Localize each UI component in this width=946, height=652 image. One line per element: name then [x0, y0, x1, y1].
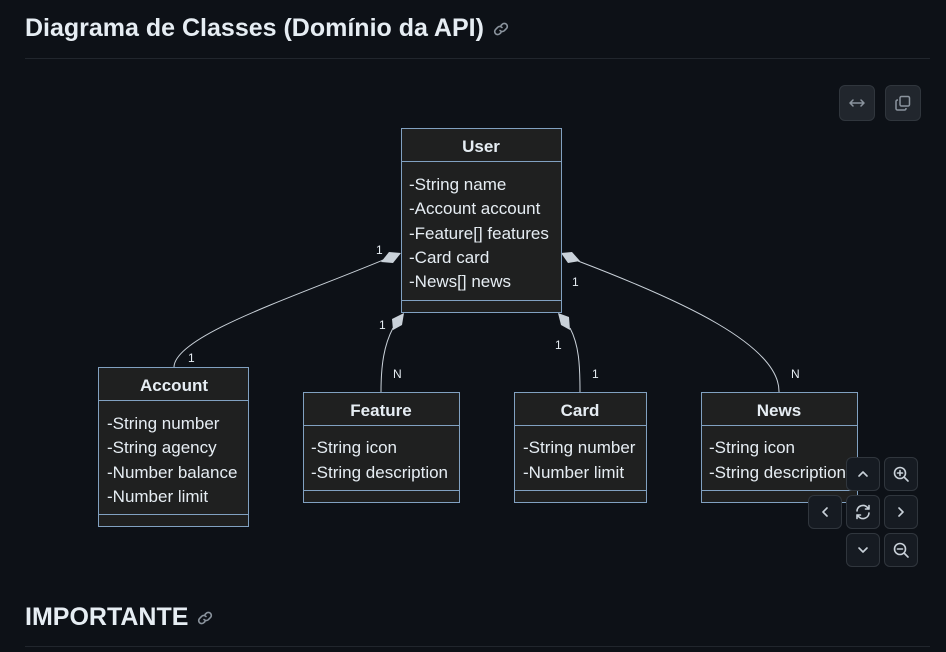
class-attribute: -String icon	[709, 438, 795, 457]
cardinality-label: N	[393, 367, 402, 381]
composition-diamond-feature	[392, 313, 404, 330]
reset-view-button[interactable]	[846, 495, 880, 529]
reset-icon	[856, 504, 870, 520]
class-feature: Feature -String icon -String description	[303, 392, 460, 503]
pan-down-button[interactable]	[846, 533, 880, 567]
relation-user-card	[569, 327, 581, 393]
section-heading-class-diagram: Diagrama de Classes (Domínio da API)	[25, 14, 509, 43]
composition-diamond-news	[561, 252, 580, 263]
relation-user-account	[173, 257, 389, 368]
class-name: Feature	[350, 401, 411, 420]
class-news: News -String icon -String description	[701, 392, 858, 503]
link-icon	[493, 22, 509, 35]
class-name: Card	[561, 401, 600, 420]
pan-left-button[interactable]	[808, 495, 842, 529]
class-attribute: -Number balance	[107, 463, 237, 482]
heading-text: IMPORTANTE	[25, 603, 189, 631]
class-name: User	[462, 137, 500, 156]
class-attribute: -String number	[107, 414, 220, 433]
class-diagram: 1 1 1 N 1 1 1 N User -String name -Accou…	[98, 128, 858, 527]
class-account: Account -String number -String agency -N…	[98, 367, 249, 527]
class-attribute: -String icon	[311, 438, 397, 457]
cardinality-label: 1	[379, 318, 386, 332]
class-name: Account	[140, 376, 208, 395]
zoom-in-button[interactable]	[884, 457, 918, 491]
class-attribute: -String number	[523, 438, 636, 457]
class-attribute: -Feature[] features	[409, 224, 549, 243]
class-attribute: -String agency	[107, 438, 217, 457]
chevron-left-icon	[822, 507, 828, 517]
composition-diamond-card	[558, 313, 570, 330]
relations: 1 1 1 N 1 1 1 N	[173, 243, 800, 393]
class-attribute: -String description	[311, 463, 448, 482]
heading-divider	[25, 646, 930, 647]
heading-divider	[25, 58, 930, 59]
chevron-right-icon	[898, 507, 904, 517]
zoom-in-icon	[893, 466, 909, 482]
heading-anchor-link[interactable]	[197, 610, 213, 626]
class-attribute: -Account account	[409, 199, 541, 218]
pan-up-button[interactable]	[846, 457, 880, 491]
class-attribute: -Number limit	[523, 463, 624, 482]
composition-diamond-account	[381, 252, 401, 263]
class-attribute: -Card card	[409, 248, 489, 267]
section-heading-important: IMPORTANTE	[25, 603, 213, 632]
pan-right-button[interactable]	[884, 495, 918, 529]
class-user: User -String name -Account account -Feat…	[401, 128, 562, 313]
heading-anchor-link[interactable]	[493, 21, 509, 37]
class-card: Card -String number -Number limit	[514, 392, 647, 503]
cardinality-label: 1	[572, 275, 579, 289]
class-attribute: -Number limit	[107, 487, 208, 506]
fullscreen-button[interactable]	[839, 85, 875, 121]
class-name: News	[757, 401, 801, 420]
copy-icon	[895, 95, 911, 111]
cardinality-label: 1	[376, 243, 383, 257]
chevron-up-icon	[858, 471, 868, 477]
cardinality-label: N	[791, 367, 800, 381]
zoom-out-button[interactable]	[884, 533, 918, 567]
zoom-out-icon	[893, 542, 909, 558]
copy-button[interactable]	[885, 85, 921, 121]
class-attribute: -News[] news	[409, 272, 511, 291]
cardinality-label: 1	[592, 367, 599, 381]
expand-horizontal-icon	[849, 99, 865, 107]
heading-text: Diagrama de Classes (Domínio da API)	[25, 14, 484, 42]
relation-user-news	[577, 260, 780, 393]
link-icon	[198, 611, 213, 624]
cardinality-label: 1	[555, 338, 562, 352]
cardinality-label: 1	[188, 351, 195, 365]
chevron-down-icon	[858, 547, 868, 553]
class-attribute: -String name	[409, 175, 506, 194]
relation-user-feature	[380, 327, 394, 393]
class-attribute: -String description	[709, 463, 846, 482]
